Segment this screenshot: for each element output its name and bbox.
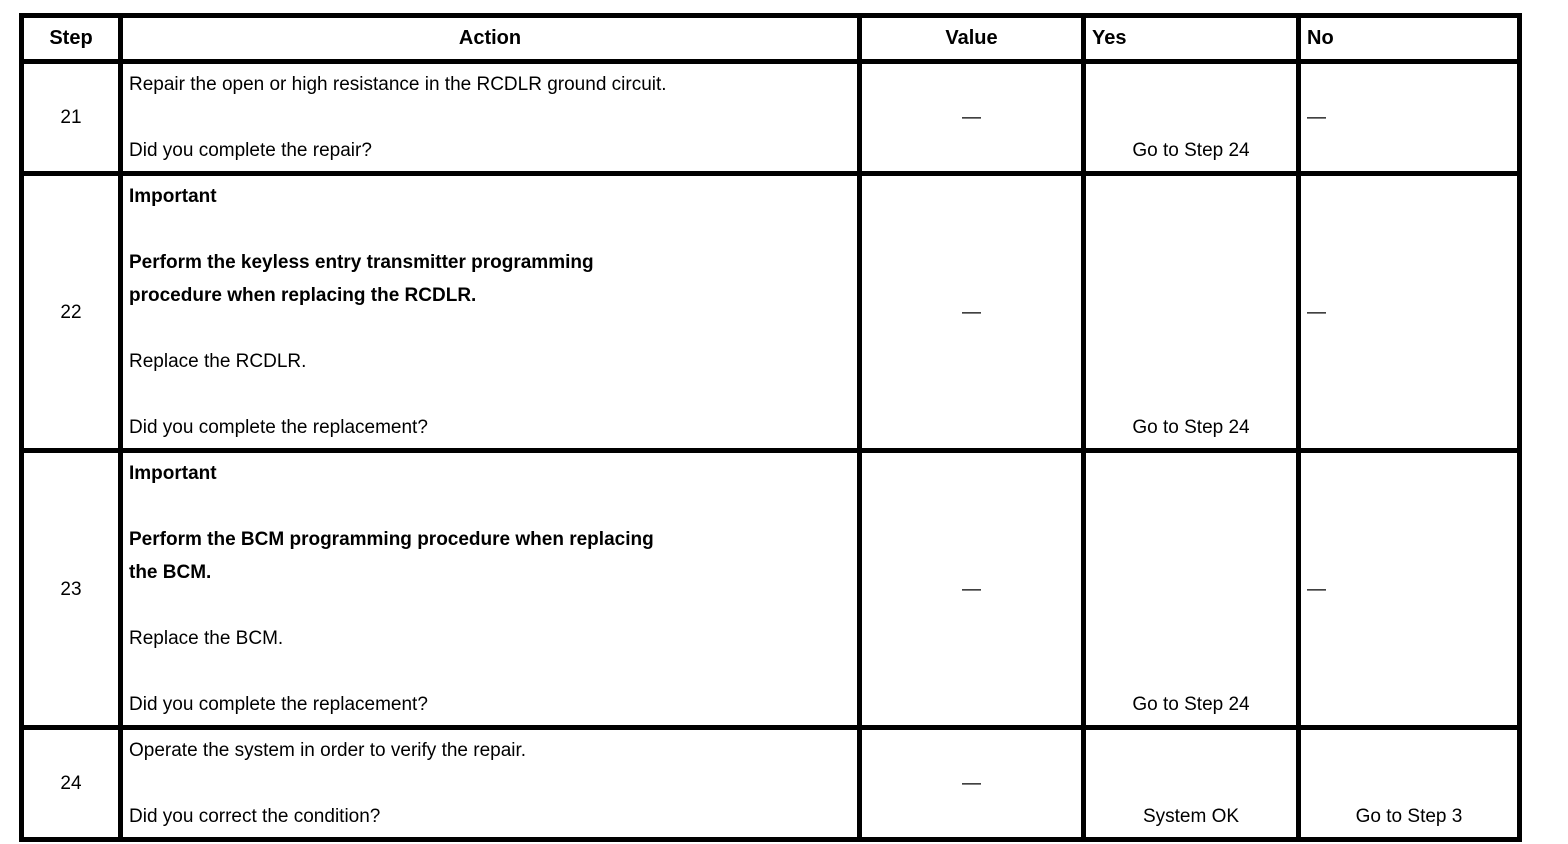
header-action: Action (118, 13, 862, 64)
action-cell: Operate the system in order to verify th… (118, 725, 862, 842)
action-paragraph: Operate the system in order to verify th… (129, 740, 527, 761)
action-important-note: Perform the BCM programming procedure wh… (129, 529, 654, 583)
yes-cell: Go to Step 24 (1081, 448, 1301, 730)
no-cell: Go to Step 3 (1296, 725, 1522, 842)
no-cell: — (1296, 59, 1522, 176)
action-paragraph: Repair the open or high resistance in th… (129, 74, 667, 95)
table-row-step-24: 24 Operate the system in order to verify… (19, 725, 1522, 842)
no-cell: — (1296, 171, 1522, 453)
action-important-label: Important (129, 463, 217, 484)
action-question: Did you complete the replacement? (129, 694, 428, 715)
table-row-step-21: 21 Repair the open or high resistance in… (19, 59, 1522, 176)
action-important-note: Perform the keyless entry transmitter pr… (129, 252, 594, 306)
step-number: 24 (19, 725, 123, 842)
diagnostic-table: Step Action Value Yes No 21 Repair the o… (19, 13, 1522, 842)
yes-cell: System OK (1081, 725, 1301, 842)
header-no: No (1296, 13, 1522, 64)
action-paragraph: Replace the RCDLR. (129, 351, 307, 372)
action-cell: Repair the open or high resistance in th… (118, 59, 862, 176)
action-cell: Important Perform the keyless entry tran… (118, 171, 862, 453)
value-cell: — (857, 448, 1086, 730)
table-header-row: Step Action Value Yes No (19, 13, 1522, 64)
step-number: 23 (19, 448, 123, 730)
header-value: Value (857, 13, 1086, 64)
header-step: Step (19, 13, 123, 64)
yes-cell: Go to Step 24 (1081, 59, 1301, 176)
action-paragraph: Replace the BCM. (129, 628, 284, 649)
step-number: 22 (19, 171, 123, 453)
action-question: Did you correct the condition? (129, 806, 381, 827)
value-cell: — (857, 59, 1086, 176)
table-row-step-23: 23 Important Perform the BCM programming… (19, 448, 1522, 730)
no-cell: — (1296, 448, 1522, 730)
action-question: Did you complete the replacement? (129, 417, 428, 438)
header-yes: Yes (1081, 13, 1301, 64)
yes-cell: Go to Step 24 (1081, 171, 1301, 453)
value-cell: — (857, 725, 1086, 842)
action-question: Did you complete the repair? (129, 140, 372, 161)
table-row-step-22: 22 Important Perform the keyless entry t… (19, 171, 1522, 453)
step-number: 21 (19, 59, 123, 176)
action-cell: Important Perform the BCM programming pr… (118, 448, 862, 730)
value-cell: — (857, 171, 1086, 453)
action-important-label: Important (129, 186, 217, 207)
